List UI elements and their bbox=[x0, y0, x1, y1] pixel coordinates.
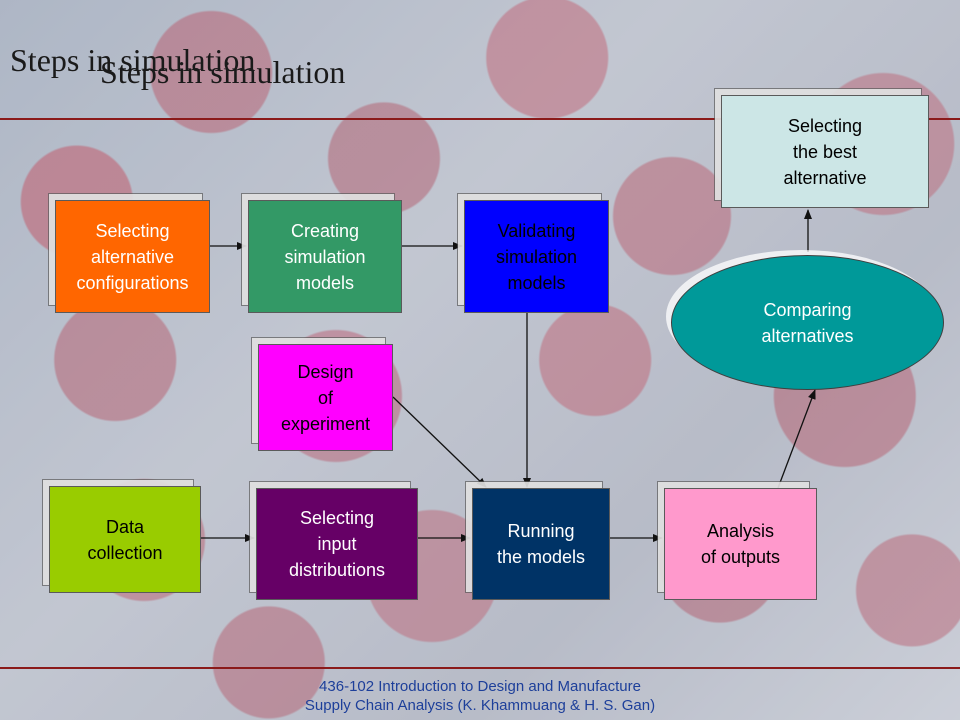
data-collection-box: Data collection bbox=[49, 486, 201, 593]
box-label: Selecting the best alternative bbox=[783, 115, 867, 188]
box-label: Creating simulation models bbox=[284, 220, 366, 293]
selecting-alternative-configurations-box: Selecting alternative configurations bbox=[55, 200, 210, 313]
design-of-experiment-box: Design of experiment bbox=[258, 344, 393, 451]
bottom-divider bbox=[0, 667, 960, 669]
box-label: Design of experiment bbox=[280, 361, 371, 434]
slide-title-duplicate: Steps in simulation bbox=[100, 54, 346, 90]
box-label: Running the models bbox=[496, 521, 586, 567]
selecting-the-best-alternative-box: Selecting the best alternative bbox=[721, 95, 929, 208]
footer-authors-line: Supply Chain Analysis (K. Khammuang & H.… bbox=[304, 697, 656, 714]
slide-title: Steps in simulation bbox=[10, 42, 256, 78]
box-label: Selecting alternative configurations bbox=[76, 220, 189, 293]
top-divider bbox=[0, 118, 960, 120]
ellipse-label: Comparing alternatives bbox=[761, 299, 854, 346]
box-label: Validating simulation models bbox=[495, 220, 578, 293]
box-label: Selecting input distributions bbox=[288, 508, 386, 580]
box-label: Data collection bbox=[87, 516, 163, 563]
footer-course-line: 436-102 Introduction to Design and Manuf… bbox=[319, 678, 641, 695]
box-label: Analysis of outputs bbox=[700, 521, 781, 567]
comparing-alternatives-ellipse: Comparing alternatives bbox=[671, 255, 944, 390]
arrow-analysis-to-comparing bbox=[777, 389, 816, 489]
running-the-models-box: Running the models bbox=[472, 488, 610, 600]
selecting-input-distributions-box: Selecting input distributions bbox=[256, 488, 418, 600]
arrow-design-to-running bbox=[392, 396, 487, 488]
analysis-of-outputs-box: Analysis of outputs bbox=[664, 488, 817, 600]
creating-simulation-models-box: Creating simulation models bbox=[248, 200, 402, 313]
validating-simulation-models-box: Validating simulation models bbox=[464, 200, 609, 313]
